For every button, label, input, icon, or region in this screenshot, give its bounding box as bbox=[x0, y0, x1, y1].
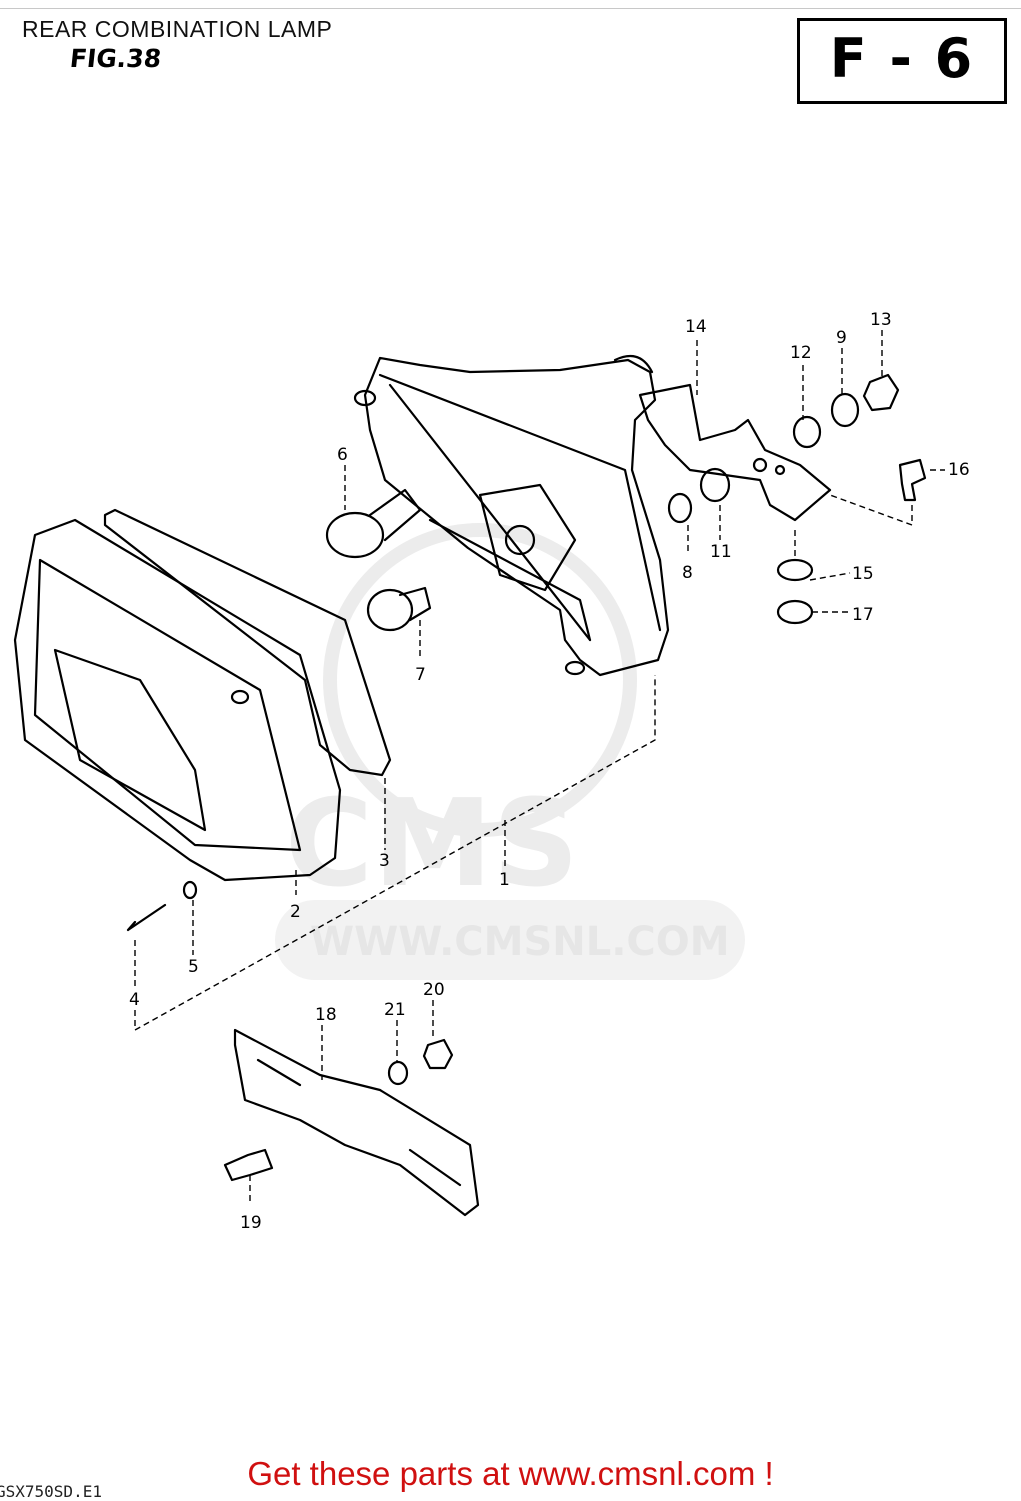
bulb-6 bbox=[325, 488, 422, 559]
lens bbox=[13, 518, 342, 882]
top-rule bbox=[0, 8, 1021, 9]
section-code-box: F - 6 bbox=[797, 18, 1007, 104]
label-part-1: 1 bbox=[499, 870, 510, 890]
license-bracket bbox=[233, 1028, 480, 1217]
watermark-brand: CMS bbox=[285, 775, 579, 914]
watermark-url: WWW.CMSNL.COM bbox=[310, 919, 730, 965]
label-part-20: 20 bbox=[423, 980, 445, 1000]
catalog-code: GSX750SD.E1 bbox=[0, 1482, 102, 1501]
page-title: REAR COMBINATION LAMP bbox=[22, 16, 333, 42]
footer-cta-link[interactable]: Get these parts at www.cmsnl.com ! bbox=[247, 1455, 774, 1492]
nut-11 bbox=[699, 467, 731, 503]
label-part-4: 4 bbox=[129, 990, 140, 1010]
washer-21 bbox=[387, 1060, 409, 1086]
washer-8 bbox=[667, 492, 693, 524]
part-number-labels: 1 2 3 4 5 6 7 8 9 11 12 13 14 15 16 17 1… bbox=[129, 310, 970, 1233]
gasket bbox=[103, 508, 392, 777]
license-bracket-slots bbox=[256, 1058, 462, 1187]
bulb-7 bbox=[366, 586, 432, 632]
nut-20 bbox=[422, 1038, 454, 1070]
watermark: CMS WWW.CMSNL.COM bbox=[275, 523, 745, 980]
section-code: F - 6 bbox=[829, 27, 975, 90]
label-part-19: 19 bbox=[240, 1213, 262, 1233]
screw-4 bbox=[126, 903, 167, 932]
washer-5 bbox=[182, 880, 198, 900]
label-part-9: 9 bbox=[836, 328, 847, 348]
label-part-21: 21 bbox=[384, 1000, 406, 1020]
label-part-16: 16 bbox=[948, 460, 970, 480]
label-part-15: 15 bbox=[852, 564, 874, 584]
label-part-18: 18 bbox=[315, 1005, 337, 1025]
label-part-5: 5 bbox=[188, 957, 199, 977]
label-part-17: 17 bbox=[852, 605, 874, 625]
lamp-housing bbox=[353, 354, 670, 677]
washer-9 bbox=[830, 392, 860, 428]
label-part-3: 3 bbox=[379, 851, 390, 871]
label-part-6: 6 bbox=[337, 445, 348, 465]
label-part-7: 7 bbox=[415, 665, 426, 685]
leader-lines bbox=[134, 330, 945, 1205]
mounting-bracket bbox=[638, 383, 832, 522]
bolt-19 bbox=[223, 1148, 274, 1182]
label-part-12: 12 bbox=[790, 343, 812, 363]
nut-13 bbox=[862, 373, 900, 412]
label-part-8: 8 bbox=[682, 563, 693, 583]
washer-12 bbox=[792, 415, 822, 449]
label-part-13: 13 bbox=[870, 310, 892, 330]
grommet-17 bbox=[776, 599, 814, 625]
label-part-2: 2 bbox=[290, 902, 301, 922]
label-part-11: 11 bbox=[710, 542, 732, 562]
bolt-16 bbox=[898, 458, 927, 502]
grommet-15 bbox=[776, 558, 814, 582]
label-part-14: 14 bbox=[685, 317, 707, 337]
